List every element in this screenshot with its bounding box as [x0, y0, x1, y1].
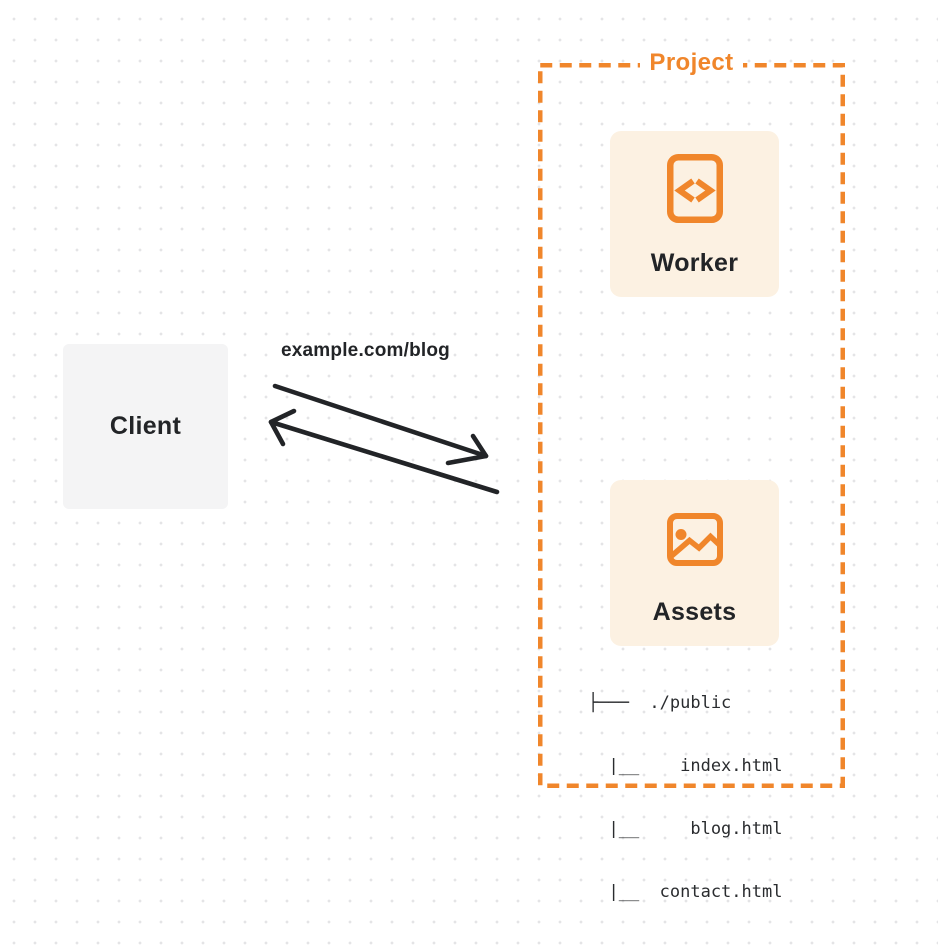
response-arrow — [268, 408, 500, 495]
worker-label: Worker — [650, 249, 739, 277]
diagram-canvas: { "diagram": { "client": { "label": "Cli… — [0, 0, 938, 902]
file-tree-line-blog: |__ blog.html — [588, 819, 783, 839]
code-file-icon — [666, 154, 723, 223]
request-arrow — [272, 383, 489, 466]
assets-file-tree: ├─── ./public |__ index.html |__ blog.ht… — [588, 651, 782, 945]
project-container: Project Worker Assets ├─── ./public |__ … — [538, 49, 845, 902]
file-tree-line-contact: |__ contact.html — [588, 882, 783, 902]
client-label: Client — [109, 412, 182, 440]
assets-node: Assets — [610, 480, 779, 646]
project-label: Project — [538, 49, 845, 77]
assets-label: Assets — [652, 598, 737, 626]
worker-node: Worker — [610, 131, 779, 297]
file-tree-line-index: |__ index.html — [588, 756, 783, 776]
client-node: Client — [63, 344, 228, 509]
request-url-label: example.com/blog — [281, 340, 450, 361]
image-icon — [666, 513, 723, 566]
project-dashed-border — [538, 63, 845, 788]
file-tree-line-public: ├─── ./public — [588, 693, 732, 713]
